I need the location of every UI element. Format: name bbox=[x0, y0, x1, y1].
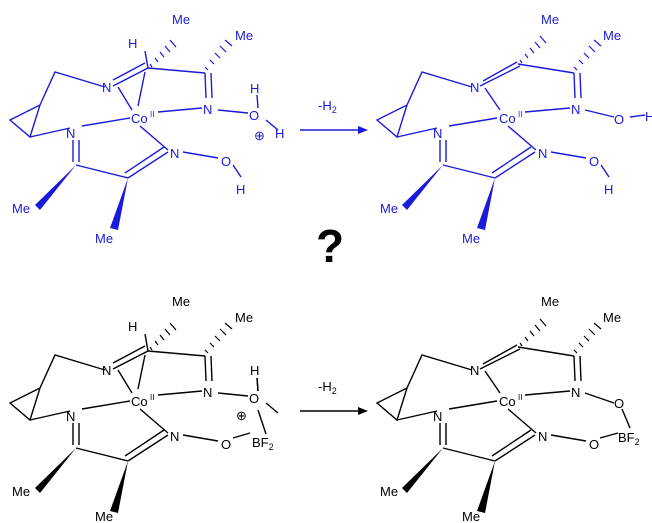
me-label: Me bbox=[95, 231, 113, 246]
svg-text:-H2: -H2 bbox=[318, 379, 337, 396]
n-label: N bbox=[170, 146, 179, 161]
top-left-complex bbox=[9, 39, 279, 231]
n-label: N bbox=[538, 146, 547, 161]
me-label: Me bbox=[235, 28, 253, 43]
o-label: O bbox=[221, 154, 231, 169]
me-label: Me bbox=[12, 484, 30, 499]
bf2-label: BF2 bbox=[618, 430, 640, 447]
cobalt-label: Co bbox=[131, 394, 148, 409]
n-label: N bbox=[170, 429, 179, 444]
svg-text:II: II bbox=[150, 393, 154, 402]
h-label: H bbox=[128, 319, 137, 334]
bottom-right-complex bbox=[375, 344, 631, 462]
cobalt-label: Co bbox=[499, 394, 516, 409]
question-mark: ? bbox=[316, 220, 344, 272]
h-label: H bbox=[604, 182, 613, 197]
cobalt-label: Co bbox=[131, 111, 148, 126]
o-label: O bbox=[249, 391, 259, 406]
n-label: N bbox=[66, 126, 75, 141]
n-label: N bbox=[102, 363, 111, 378]
h-label: H bbox=[250, 363, 259, 378]
me-label: Me bbox=[12, 201, 30, 216]
me-label: Me bbox=[172, 294, 190, 309]
o-label: O bbox=[614, 396, 624, 411]
svg-text:II: II bbox=[518, 110, 522, 119]
o-label: O bbox=[589, 154, 599, 169]
n-label: N bbox=[433, 409, 442, 424]
n-label: N bbox=[433, 126, 442, 141]
n-label: N bbox=[66, 409, 75, 424]
h-label: H bbox=[645, 109, 652, 124]
bf2-label: BF2 bbox=[252, 435, 274, 452]
h-label: H bbox=[128, 36, 137, 51]
o-label: O bbox=[614, 112, 624, 127]
plus-charge: ⊕ bbox=[254, 128, 265, 143]
me-label: Me bbox=[95, 509, 113, 523]
top-right-complex bbox=[375, 61, 646, 179]
reaction-label: -H bbox=[318, 379, 332, 394]
me-label: Me bbox=[462, 231, 480, 246]
svg-text:-H2: -H2 bbox=[318, 98, 337, 115]
me-label: Me bbox=[380, 484, 398, 499]
cobalt-label: Co bbox=[499, 111, 516, 126]
n-label: N bbox=[470, 80, 479, 95]
svg-text:II: II bbox=[518, 393, 522, 402]
n-label: N bbox=[538, 429, 547, 444]
n-label: N bbox=[102, 80, 111, 95]
o-label: O bbox=[249, 108, 259, 123]
me-label: Me bbox=[235, 310, 253, 325]
o-label: O bbox=[221, 437, 231, 452]
h-label: H bbox=[236, 182, 245, 197]
me-label: Me bbox=[603, 28, 621, 43]
bottom-left-complex bbox=[9, 322, 279, 514]
n-label: N bbox=[470, 363, 479, 378]
svg-text:II: II bbox=[150, 110, 154, 119]
me-label: Me bbox=[541, 12, 559, 27]
o-label: O bbox=[589, 437, 599, 452]
h-label: H bbox=[250, 81, 259, 96]
plus-charge: ⊕ bbox=[236, 408, 247, 423]
n-label: N bbox=[203, 102, 212, 117]
me-label: Me bbox=[462, 509, 480, 523]
reaction-label: -H bbox=[318, 98, 332, 113]
bottom-reaction-arrow: -H2 bbox=[300, 379, 368, 415]
me-label: Me bbox=[172, 12, 190, 27]
n-label: N bbox=[203, 385, 212, 400]
me-label: Me bbox=[541, 294, 559, 309]
n-label: N bbox=[571, 385, 580, 400]
top-reaction-arrow: -H2 bbox=[300, 98, 368, 134]
me-label: Me bbox=[603, 310, 621, 325]
n-label: N bbox=[571, 102, 580, 117]
h-label: H bbox=[275, 126, 284, 141]
me-label: Me bbox=[380, 201, 398, 216]
